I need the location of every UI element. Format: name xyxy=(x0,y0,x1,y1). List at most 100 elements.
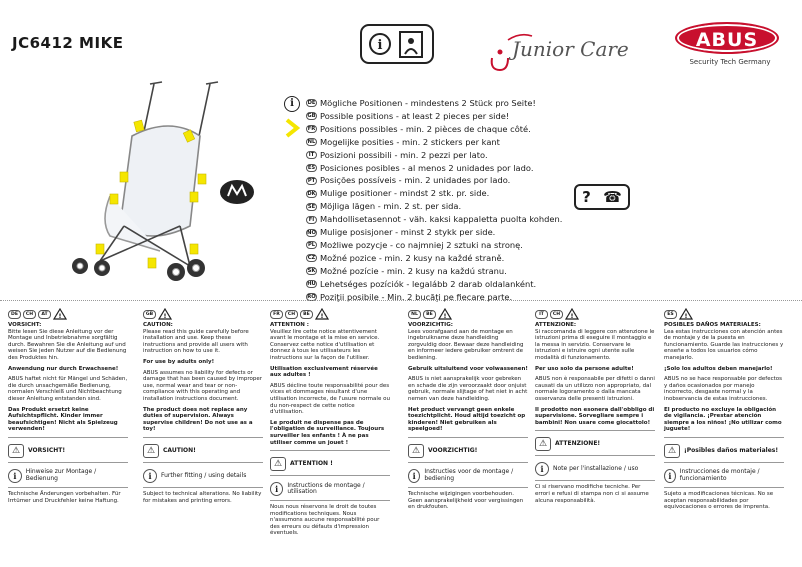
country-code: SK xyxy=(306,267,317,276)
column-liability: ABUS décline toute responsabilité pour d… xyxy=(270,382,390,416)
brand-junior: Junior Care xyxy=(512,37,629,61)
column-intro: Si raccomanda di leggere con attenzione … xyxy=(535,328,655,361)
flag-badge: IT xyxy=(535,309,548,319)
column-title: VORSICHT: xyxy=(8,322,42,328)
warning-icon: ⚠ xyxy=(270,457,286,472)
column-footnote: Sujeto a modificaciones técnicas. No se … xyxy=(664,490,774,511)
info-icon: i xyxy=(143,468,157,483)
flag-badge: CH xyxy=(550,309,563,319)
divider-line xyxy=(143,461,263,463)
country-code: DK xyxy=(306,189,317,198)
column-liability: ABUS assumes no liability for defects or… xyxy=(143,369,262,402)
warning-icon: ! xyxy=(158,308,172,320)
column-title: VOORZICHTIG: xyxy=(408,322,453,328)
column-subheading: For use by adults only! xyxy=(143,358,215,365)
position-text: Mahdollisetasennot - väh. kaksi kappalet… xyxy=(320,214,563,225)
column-subheading: Anwendung nur durch Erwachsene! xyxy=(8,365,119,372)
svg-text:!: ! xyxy=(321,313,324,320)
position-text: Posiciones posibles - al menos 2 unidade… xyxy=(320,162,534,173)
column-title: ATTENZIONE: xyxy=(535,322,577,328)
column-supervision: Het product vervangt geen enkele toezich… xyxy=(408,406,526,433)
column-title: CAUTION: xyxy=(143,322,173,328)
column-liability: ABUS is niet aansprakelijk voor gebreken… xyxy=(408,376,528,402)
column-subheading: Per uso solo da persone adulte! xyxy=(535,365,634,372)
flag-badge: ES xyxy=(664,309,677,319)
column-title: POSIBLES DAÑOS MATERIALES: xyxy=(664,322,761,328)
position-text: Posizioni possibili - min. 2 pezzi per l… xyxy=(320,149,488,160)
stroller-illustration xyxy=(72,81,219,281)
svg-text:!: ! xyxy=(59,313,62,320)
phone-icon: ☎ xyxy=(603,188,622,206)
column-subheading: ¡Solo los adultos deben manejarlo! xyxy=(664,365,773,372)
warning-label: ATTENZIONE! xyxy=(555,440,601,448)
column-liability: ABUS haftet nicht für Mängel und Schäden… xyxy=(8,376,128,402)
country-code: IT xyxy=(306,151,317,160)
column-intro: Please read this guide carefully before … xyxy=(143,328,249,355)
column-supervision: Das Produkt ersetzt keine Aufsichtspflic… xyxy=(8,406,118,433)
country-code: DE xyxy=(306,99,317,108)
country-code: NL xyxy=(306,138,317,147)
position-text: Možné pozice - min. 2 kusy na každé stra… xyxy=(320,252,505,263)
divider-line xyxy=(8,436,128,438)
flag-badge: FR xyxy=(270,309,283,319)
position-text: Mulige positioner - mindst 2 stk. pr. si… xyxy=(320,188,490,199)
country-code: ES xyxy=(306,163,317,172)
warning-icon: ⚠ xyxy=(664,443,680,458)
column-liability: ABUS no se hace responsable por defectos… xyxy=(664,376,783,402)
language-column: GB!CAUTION:Please read this guide carefu… xyxy=(143,308,263,508)
position-text: Poziţii posibile - Min. 2 bucăţi pe fiec… xyxy=(320,291,513,302)
read-manual-icon: i xyxy=(360,24,434,64)
language-column: ES!POSIBLES DAÑOS MATERIALES:Lea estas i… xyxy=(664,308,784,515)
info-icon: i xyxy=(284,96,300,112)
position-text: Mulige posisjoner - minst 2 stykk per si… xyxy=(320,227,496,238)
warning-icon: ! xyxy=(679,308,693,320)
position-text: Möjliga lägen - min. 2 st. per sida. xyxy=(320,201,462,212)
divider-line xyxy=(535,455,655,457)
flag-badge: AT xyxy=(38,309,51,319)
warning-icon: ! xyxy=(315,308,329,320)
flag-badge: NL xyxy=(408,309,421,319)
info-label: Note per l'installazione / uso xyxy=(553,465,639,473)
country-code: PL xyxy=(306,241,317,250)
flag-badge: BE xyxy=(423,309,436,319)
svg-text:!: ! xyxy=(444,313,447,320)
divider-line xyxy=(664,461,784,463)
country-code: NO xyxy=(306,228,317,237)
contact-box: ? ☎ xyxy=(574,184,630,210)
country-code: HU xyxy=(306,280,317,289)
warning-icon: ! xyxy=(53,308,67,320)
svg-text:!: ! xyxy=(685,313,688,320)
country-code: SE xyxy=(306,202,317,211)
warning-icon: ! xyxy=(565,308,579,320)
warning-label: VOORZICHTIG! xyxy=(428,446,478,454)
position-text: Posições possíveis - min. 2 unidades por… xyxy=(320,175,511,186)
position-text: Positions possibles - min. 2 pièces de c… xyxy=(320,123,531,134)
country-code: GB xyxy=(306,112,317,121)
abus-logo: ABUS xyxy=(675,22,779,54)
junior-care-logo xyxy=(490,33,533,72)
position-text: Możliwe pozycje - co najmniej 2 sztuki n… xyxy=(320,239,523,250)
column-title: ATTENTION : xyxy=(270,322,310,328)
country-code: CZ xyxy=(306,254,317,263)
column-subheading: Utilisation exclusivement réservée aux a… xyxy=(270,365,378,379)
column-footnote: Technische Änderungen vorbehalten. Für I… xyxy=(8,490,121,504)
warning-icon: ! xyxy=(438,308,452,320)
model-title: JC6412 MIKE xyxy=(12,34,124,52)
arrow-indicator-icon xyxy=(285,118,301,138)
warning-icon: ⚠ xyxy=(8,443,24,458)
column-supervision: Le produit ne dispense pas de l'obligati… xyxy=(270,419,385,446)
country-code: FI xyxy=(306,215,317,224)
column-supervision: El producto no excluye la obligación de … xyxy=(664,406,782,433)
